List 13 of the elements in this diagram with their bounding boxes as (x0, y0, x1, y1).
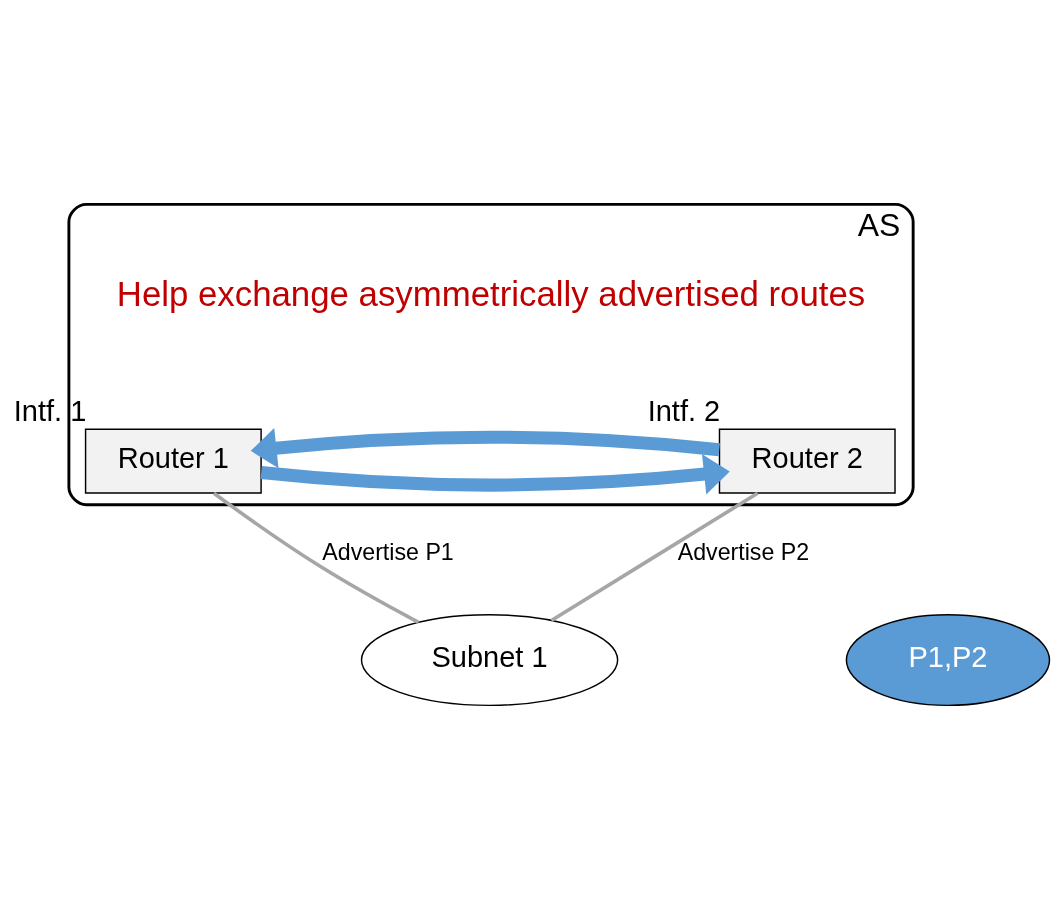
node-ellipse: P1,P2 (845, 613, 1051, 706)
label: Help exchange asymmetrically advertised routes (116, 273, 866, 313)
arrow (260, 453, 730, 494)
node-box: Router 1 (84, 428, 262, 494)
edge-label: Advertise P2 (677, 538, 810, 565)
node-box: Router 2 (718, 428, 896, 494)
connector (550, 491, 759, 622)
edge-label: Advertise P1 (322, 538, 454, 565)
arrow (250, 427, 720, 468)
node-ellipse: Subnet 1 (360, 613, 619, 706)
connector (212, 491, 420, 624)
node-label: Intf. 2 (647, 394, 721, 427)
node-label: Intf. 1 (13, 394, 87, 427)
